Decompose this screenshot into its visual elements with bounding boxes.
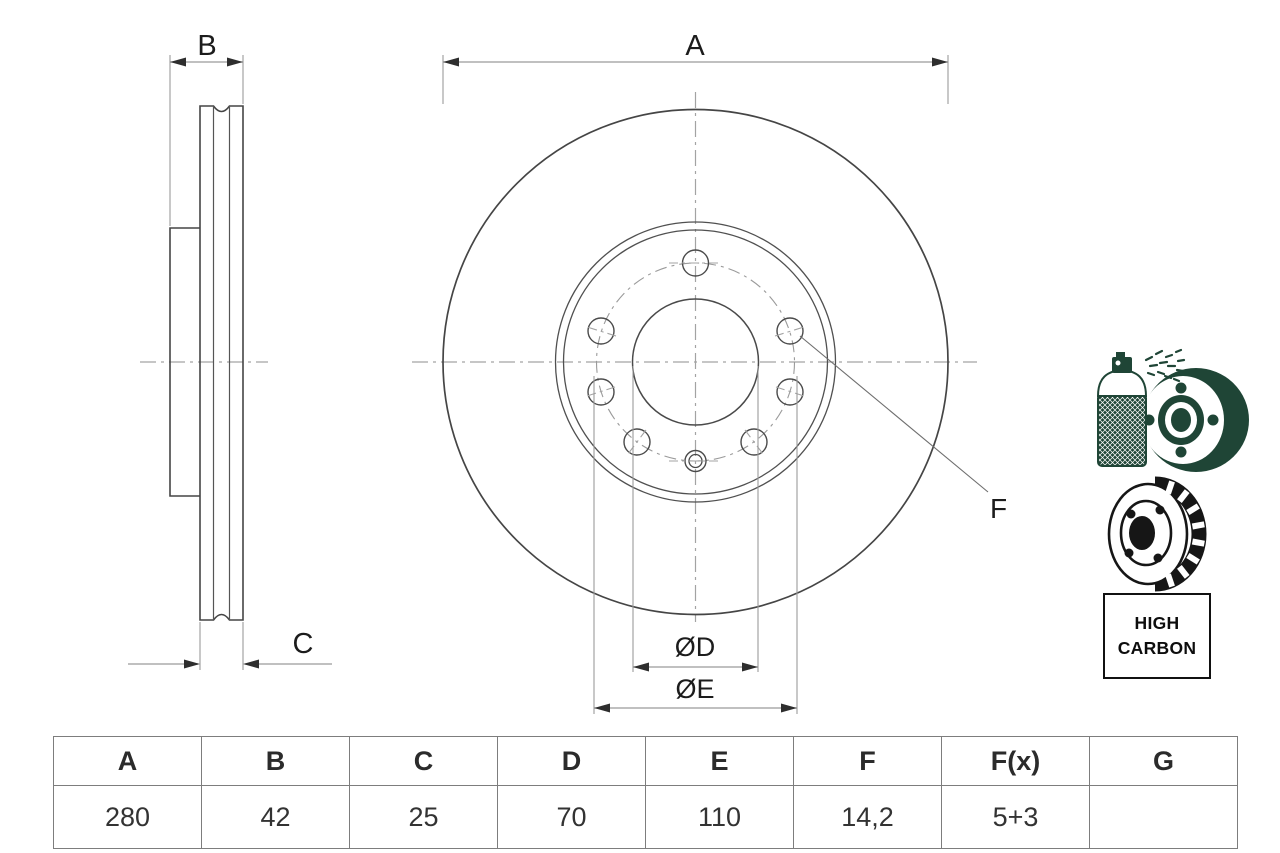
dimension-b: B <box>169 30 244 226</box>
hat-outline <box>169 227 200 497</box>
dimension-d: ØD <box>632 366 759 672</box>
table-value-fx: 5+3 <box>941 785 1090 849</box>
table-value-g <box>1089 785 1238 849</box>
spray-can-body <box>1097 393 1147 467</box>
hat-outer-circle <box>554 221 837 503</box>
arrowhead-right <box>781 703 797 713</box>
side-view: B C <box>128 30 332 670</box>
spray-can-cap <box>1112 357 1132 373</box>
outer-diameter-circle <box>442 108 949 616</box>
hole-tick-marks <box>586 262 805 462</box>
dim-label-c: C <box>293 628 314 660</box>
dimension-e: ØE <box>593 376 798 714</box>
table-value-f: 14,2 <box>793 785 942 849</box>
arrowhead-left <box>594 703 610 713</box>
vent-slots <box>1165 480 1205 588</box>
dimension-table: A B C D E F F(x) G 280 42 25 70 110 14,2… <box>53 736 1238 849</box>
arrowhead-left <box>633 662 649 672</box>
dim-label-b: B <box>197 30 216 62</box>
dim-label-f: F <box>990 493 1007 524</box>
bolt-hole <box>587 317 615 345</box>
arrowhead-right <box>227 57 243 67</box>
icon-disc-hole <box>1207 414 1219 426</box>
vented-disc-icon <box>1107 476 1207 592</box>
dim-label-a: A <box>685 30 705 62</box>
spray-can-top <box>1116 352 1125 357</box>
vented-disc-hole <box>1155 505 1165 515</box>
bolt-hole <box>740 428 768 456</box>
auxiliary-hole <box>587 378 615 406</box>
spray-can-nozzle <box>1115 360 1121 366</box>
icon-disc-hole <box>1175 446 1187 458</box>
table-value-c: 25 <box>349 785 498 849</box>
table-value-a: 280 <box>53 785 202 849</box>
vented-disc-hole <box>1153 553 1163 563</box>
vented-disc-bore <box>1129 516 1155 550</box>
table-header-a: A <box>53 736 202 786</box>
high-carbon-line2: CARBON <box>1117 638 1197 658</box>
dimension-c: C <box>128 622 332 670</box>
friction-ring-outline <box>199 105 244 621</box>
table-header-f: F <box>793 736 942 786</box>
spray-mist <box>1144 348 1186 383</box>
table-value-b: 42 <box>201 785 350 849</box>
arrowhead-left <box>170 57 186 67</box>
arrowhead-left <box>184 659 200 669</box>
table-header-b: B <box>201 736 350 786</box>
dimension-a: A <box>442 30 949 104</box>
dim-label-d: ØD <box>675 632 716 662</box>
high-carbon-badge: HIGH CARBON <box>1103 593 1211 679</box>
bolt-hole <box>776 317 804 345</box>
table-value-e: 110 <box>645 785 794 849</box>
vent-band <box>1154 476 1207 592</box>
table-header-d: D <box>497 736 646 786</box>
front-view: A ØD ØE F <box>412 30 1007 714</box>
arrowhead-right <box>742 662 758 672</box>
dimension-f: F <box>799 335 1007 524</box>
bolt-hole <box>623 428 651 456</box>
table-header-row: A B C D E F F(x) G <box>53 736 1238 786</box>
coated-disc-spray-icon <box>1096 348 1249 472</box>
table-value-d: 70 <box>497 785 646 849</box>
vented-disc-hole <box>1126 509 1136 519</box>
auxiliary-hole <box>776 378 804 406</box>
table-header-g: G <box>1089 736 1238 786</box>
center-bore-circle <box>631 298 760 426</box>
icon-disc-hole <box>1175 382 1187 394</box>
table-header-c: C <box>349 736 498 786</box>
table-header-fx: F(x) <box>941 736 1090 786</box>
spray-can-shoulder <box>1096 368 1148 397</box>
table-value-row: 280 42 25 70 110 14,2 5+3 <box>53 785 1238 849</box>
dim-label-e: ØE <box>675 674 714 704</box>
arrowhead-right <box>932 57 948 67</box>
table-header-e: E <box>645 736 794 786</box>
arrowhead-right <box>243 659 259 669</box>
hat-inner-circle <box>562 229 829 495</box>
icon-disc-bore <box>1171 408 1191 432</box>
high-carbon-line1: HIGH <box>1134 613 1180 633</box>
f-leader-line <box>799 335 989 493</box>
arrowhead-left <box>443 57 459 67</box>
vented-disc-hole <box>1124 548 1134 558</box>
